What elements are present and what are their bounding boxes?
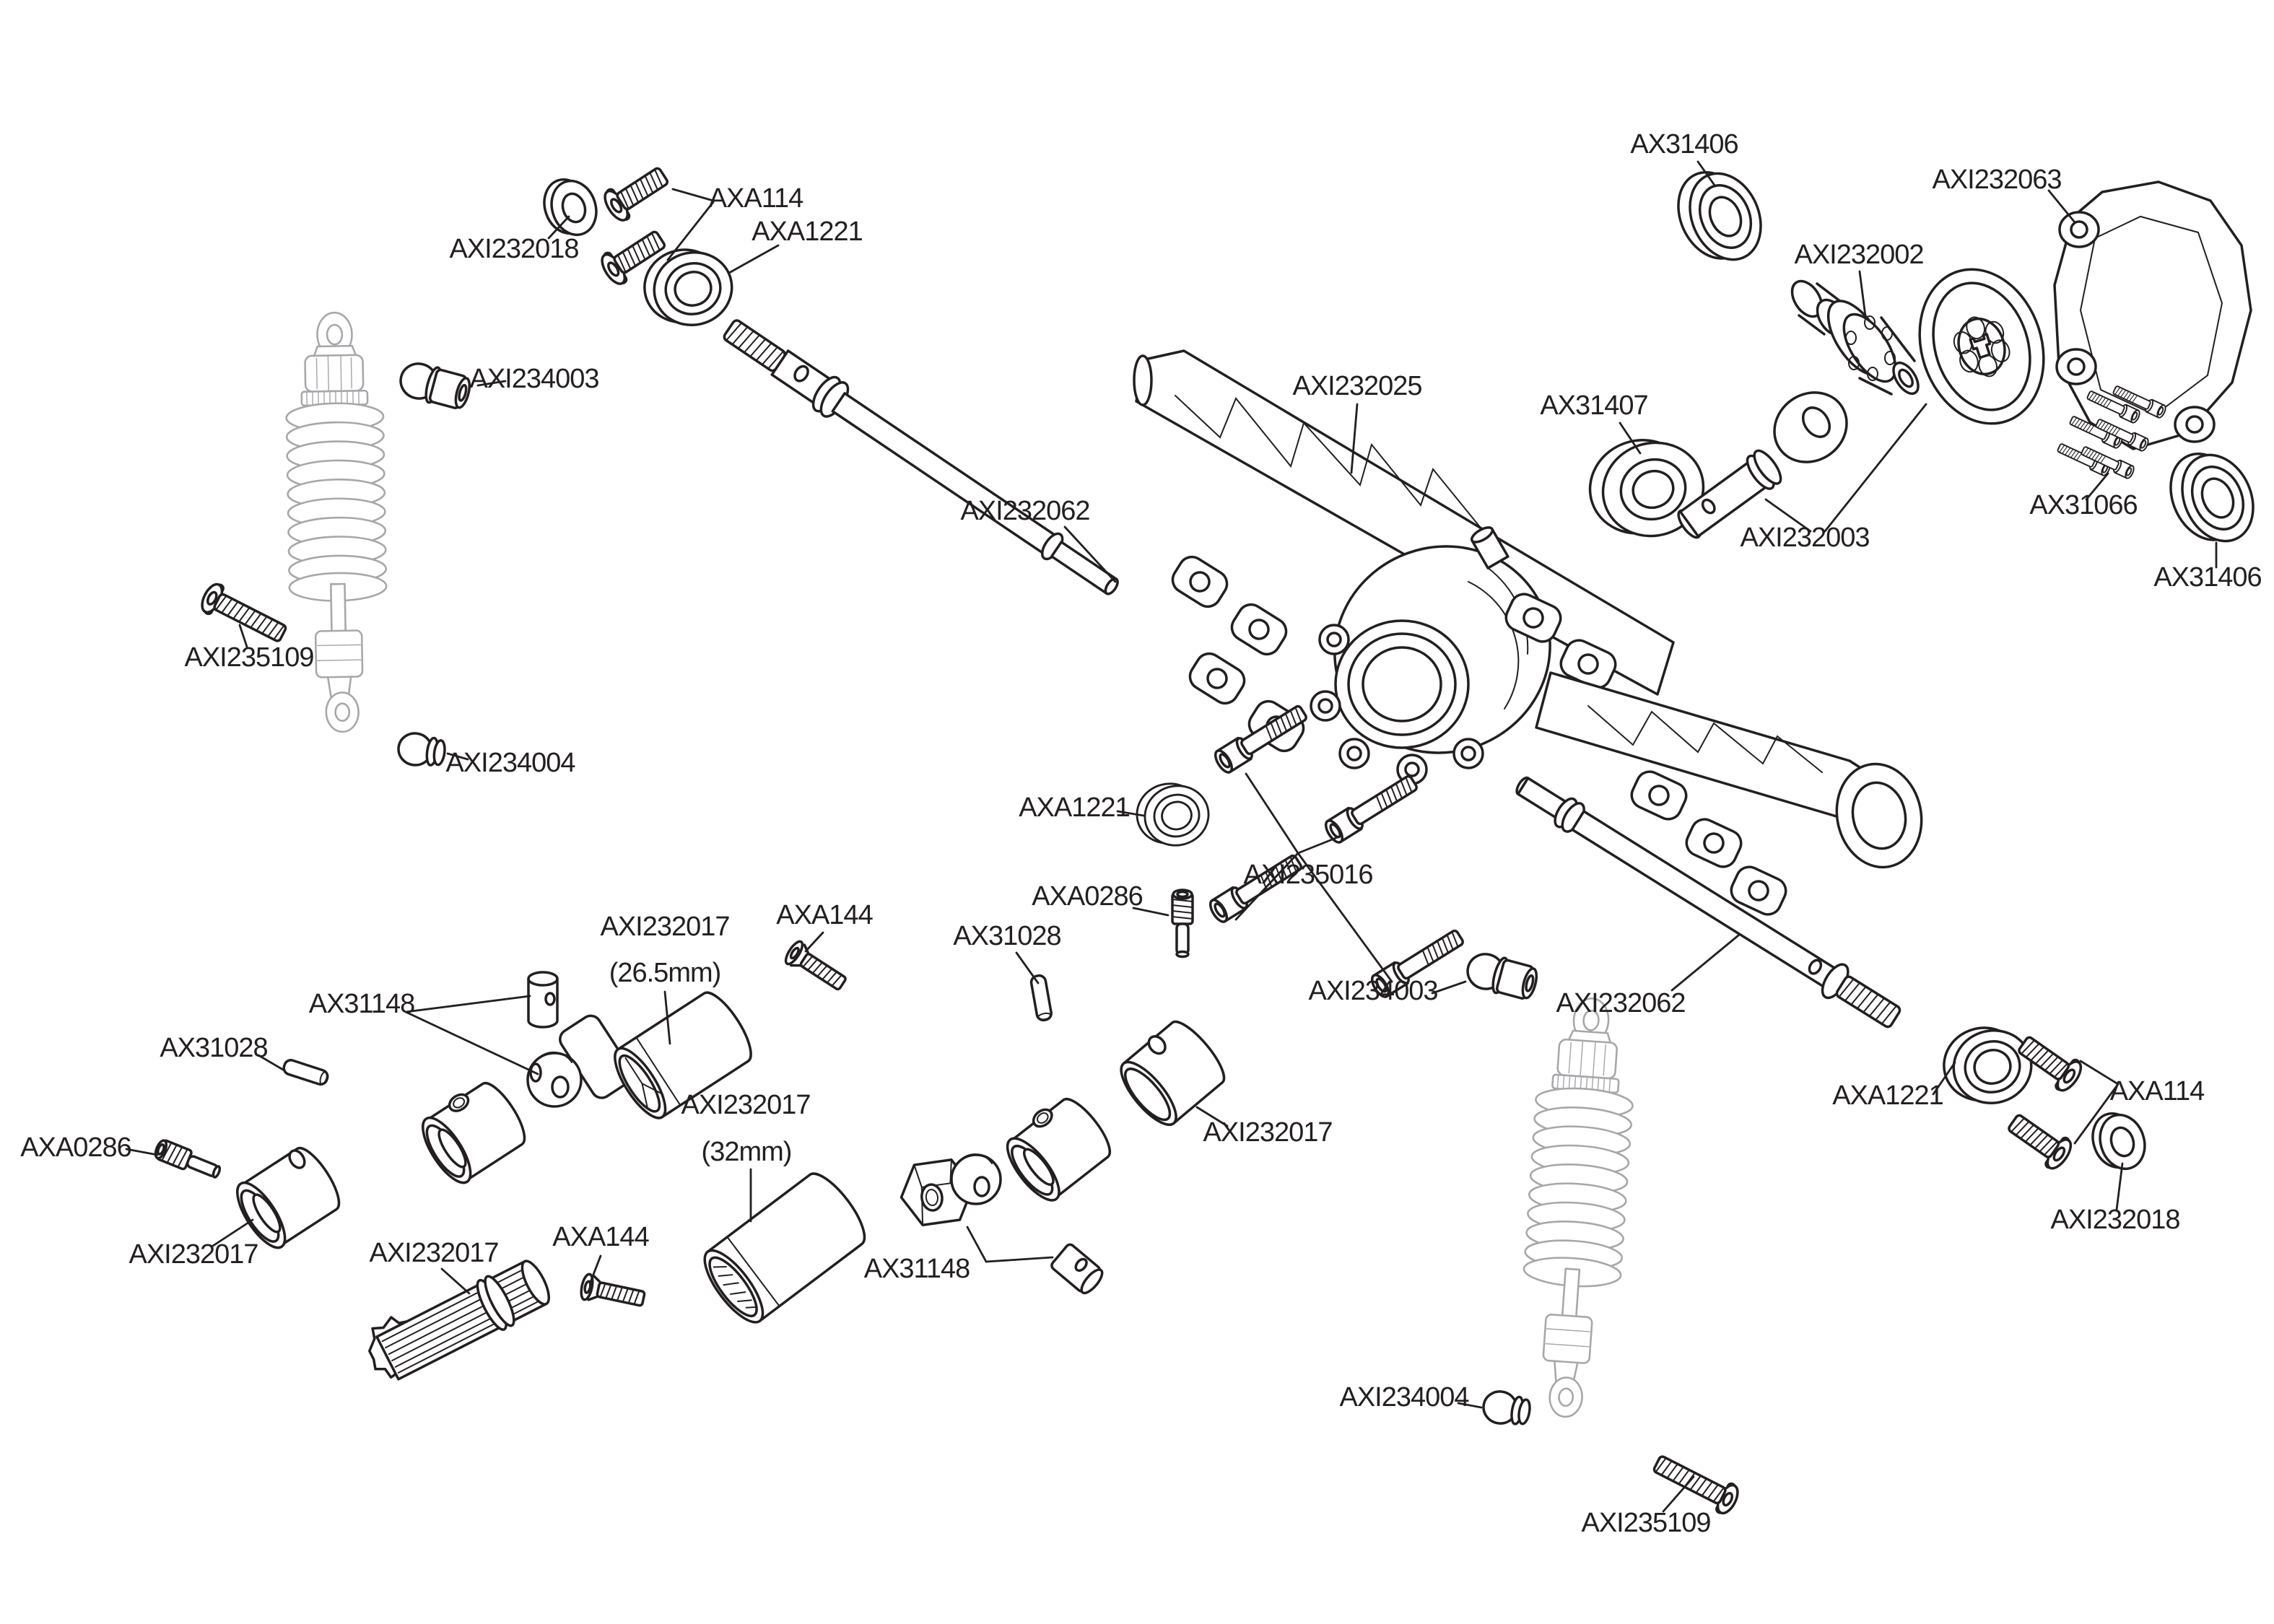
label-shock-ball-br: AXI234004	[1339, 1382, 1469, 1413]
bearing-br	[1934, 1016, 2041, 1116]
axle-housing	[1133, 349, 1923, 920]
button-screw-br-2	[2001, 1106, 2077, 1174]
label-ujoint-2: AX31148	[864, 1254, 970, 1284]
label-bearing-tr-mid: AX31407	[1540, 390, 1647, 421]
pin-left	[281, 1057, 331, 1088]
label-bearing-br: AXA1221	[1832, 1081, 1943, 1111]
label-flat-screw-2: AXA144	[552, 1222, 649, 1252]
button-screw-topleft-1	[598, 159, 674, 226]
housing-screw-2	[1321, 769, 1422, 847]
label-ring-pinion: AXI232003	[1740, 523, 1869, 553]
label-pin-2: AX31028	[953, 921, 1060, 951]
label-bearing-tr-right: AX31406	[2153, 562, 2261, 593]
bearing-tr-mid	[1588, 439, 1705, 538]
housing-screw-ears	[1310, 624, 1484, 785]
ujoint-right	[899, 1090, 1120, 1298]
label-screws-br: AXA114	[2110, 1076, 2205, 1106]
flat-screw-mid	[578, 1272, 648, 1313]
label-housing: AXI232025	[1292, 371, 1421, 401]
label-shock-bushing-tl: AXI234003	[469, 364, 598, 394]
shock-absorber-right	[1512, 994, 1641, 1421]
label-shock-screw-br: AXI235109	[1581, 1508, 1710, 1538]
shock-ball-right	[1479, 1387, 1533, 1430]
pinion-gear	[1677, 391, 1848, 539]
washer-br	[2084, 1104, 2153, 1178]
label-diff-locker: AXI232002	[1794, 240, 1923, 270]
label-spline-shaft: AXI232017	[369, 1238, 498, 1268]
coupler-left	[227, 1140, 349, 1256]
label-set-screw-2: AXA0286	[1032, 881, 1143, 912]
label-set-screw-1: AXA0286	[20, 1132, 131, 1163]
bearing-tr-right	[2156, 437, 2268, 558]
label-pin-1: AX31028	[160, 1033, 267, 1063]
shock-ball-topleft	[395, 730, 448, 771]
label-bearing-tl: AXA1221	[752, 217, 863, 247]
pin-right	[1029, 973, 1054, 1023]
label-screws-tl: AXA114	[709, 183, 803, 214]
axle-shaft-top	[723, 319, 1119, 595]
label-bottom-shaft: AXI232062	[1556, 988, 1685, 1018]
spline-tube-32mm	[703, 1172, 866, 1324]
diff-cover	[2053, 180, 2252, 450]
part-labels: AXI232018 AXA114 AXA1221 AXI234003 AXI23…	[20, 129, 2262, 1538]
label-bearing-tr-top: AX31406	[1630, 129, 1738, 160]
label-shock-ball-tl: AXI234004	[445, 748, 575, 778]
label-flat-screw-1: AXA144	[776, 900, 873, 930]
label-spline26-size: (26.5mm)	[609, 958, 721, 988]
label-spline32: AXI232017	[681, 1090, 810, 1120]
spline-shaft	[368, 1260, 550, 1381]
label-washer-tl: AXI232018	[449, 234, 578, 264]
label-coupler-2: AXI232017	[1203, 1117, 1332, 1148]
label-shock-bushing-br: AXI234003	[1308, 976, 1437, 1006]
flat-screw-left	[781, 938, 851, 997]
diff-locker	[1790, 279, 1920, 396]
leader-lines	[125, 160, 2218, 1513]
axle-shaft-bottom	[1515, 776, 1901, 1029]
spline-tube-26mm	[614, 991, 752, 1119]
coupler-right	[1120, 1020, 1226, 1126]
shock-screw-right	[1648, 1447, 1743, 1519]
label-diff-cover: AXI232063	[1932, 165, 2061, 195]
label-washer-br: AXI232018	[2050, 1205, 2179, 1235]
label-diff-cover-screws: AX31066	[2029, 490, 2137, 520]
label-bearing-mid: AXA1221	[1019, 793, 1130, 823]
label-shock-screw-tl: AXI235109	[184, 642, 313, 673]
label-coupler-1: AXI232017	[128, 1239, 258, 1270]
set-screw-left	[152, 1137, 225, 1184]
shock-bushing-right	[1462, 948, 1541, 1004]
bearing-tr-top	[1663, 155, 1775, 276]
ring-gear	[1918, 268, 2045, 425]
label-ujoint-1: AX31148	[309, 989, 415, 1019]
label-housing-screws: AXI235016	[1243, 860, 1372, 890]
ujoint-left	[412, 971, 634, 1191]
set-screw-right	[1171, 889, 1194, 959]
label-spline26: AXI232017	[600, 912, 729, 942]
shock-bushing-topleft	[395, 357, 474, 414]
label-top-shaft: AXI232062	[960, 496, 1089, 526]
washer-topleft	[536, 170, 605, 244]
label-spline32-size: (32mm)	[702, 1137, 792, 1167]
